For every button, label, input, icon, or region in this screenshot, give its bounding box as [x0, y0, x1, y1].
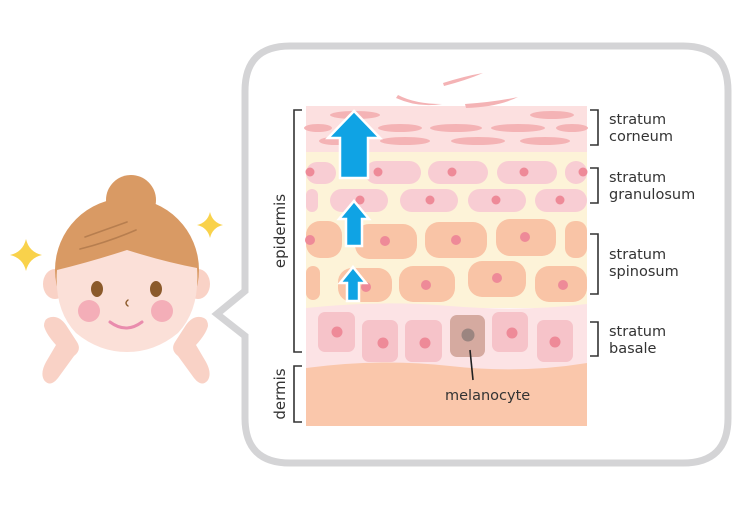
- dermis-bracket: [293, 365, 302, 423]
- right-hand: [173, 316, 210, 384]
- nuclei: [305, 167, 588, 205]
- sparkle-icon: [197, 212, 223, 238]
- stratum-basale-layer: [306, 303, 587, 372]
- stratum-corneum-label-line1: stratum: [609, 112, 666, 128]
- layer-labels: stratum corneum stratum granulosum strat…: [609, 112, 695, 357]
- stratum-granulosum-layer: [305, 161, 588, 212]
- turnover-arrows: [325, 109, 383, 303]
- shedding-flakes: [396, 73, 518, 108]
- melanocyte-label: melanocyte: [445, 388, 530, 404]
- epidermis-label: epidermis: [271, 194, 289, 268]
- stratum-spinosum-layer: [305, 219, 587, 302]
- right-eye: [150, 281, 162, 297]
- left-cheek: [78, 300, 100, 322]
- stratum-basale-label-line2: basale: [609, 341, 657, 357]
- melanocyte-leader-line: [469, 349, 474, 381]
- left-eye: [91, 281, 103, 297]
- left-hand: [42, 316, 79, 384]
- right-cheek: [151, 300, 173, 322]
- sparkle-icon: [10, 239, 42, 271]
- nose: [125, 299, 129, 307]
- dermis-label: dermis: [271, 368, 289, 419]
- skin-cross-section: melanocyte: [304, 73, 588, 426]
- stratum-granulosum-label-line2: granulosum: [609, 187, 695, 203]
- stratum-corneum-label-line2: corneum: [609, 129, 673, 145]
- right-brackets: [590, 109, 599, 357]
- dermis-layer: [306, 362, 587, 426]
- arrow-up-icon: [337, 265, 369, 303]
- stratum-granulosum-label-line1: stratum: [609, 170, 666, 186]
- left-brackets: [293, 109, 302, 423]
- stratum-spinosum-label-line2: spinosum: [609, 264, 679, 280]
- epidermis-bracket: [293, 109, 302, 353]
- arrow-up-icon: [336, 199, 372, 248]
- woman-character: [10, 175, 223, 384]
- melanocyte-nucleus: [461, 328, 475, 342]
- smile: [108, 320, 144, 330]
- arrow-up-icon: [325, 109, 383, 180]
- nuclei: [305, 232, 568, 292]
- nuclei: [331, 326, 561, 349]
- stratum-basale-label-line1: stratum: [609, 324, 666, 340]
- stratum-spinosum-label-line1: stratum: [609, 247, 666, 263]
